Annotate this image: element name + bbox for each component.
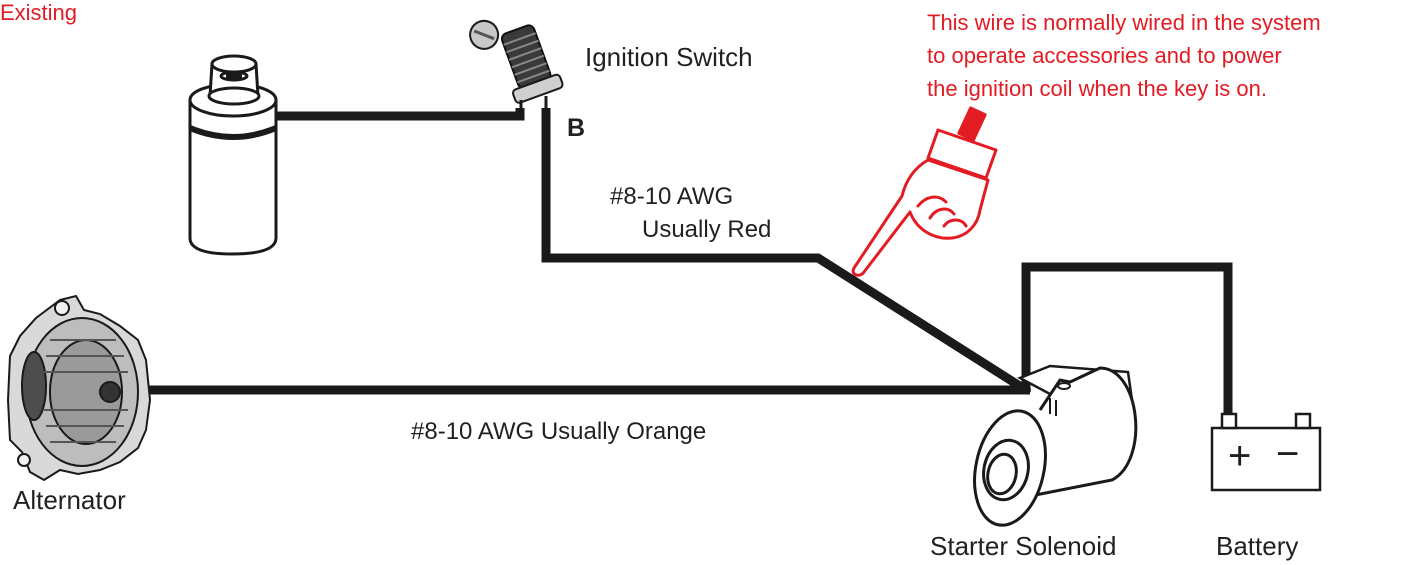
- note-line-2: to operate accessories and to power: [927, 43, 1282, 68]
- red-wire-color-label: Usually Red: [642, 216, 772, 243]
- pointing-hand-icon: [851, 106, 998, 277]
- ignition-coil-icon: [188, 54, 278, 256]
- alternator-icon: [6, 294, 152, 482]
- note-line-3: the ignition coil when the key is on.: [927, 76, 1267, 101]
- coil-to-switch-wire: [250, 108, 525, 121]
- battery-minus-symbol: −: [1276, 432, 1300, 476]
- battery-icon: [1210, 412, 1322, 492]
- note-line-1: This wire is normally wired in the syste…: [927, 10, 1321, 35]
- battery-label: Battery: [1216, 531, 1299, 561]
- starter-solenoid-icon: [973, 364, 1138, 527]
- battery-positive-wire: [1021, 262, 1233, 420]
- existing-label: Existing: [0, 0, 78, 25]
- terminal-b-label: B: [567, 114, 586, 142]
- red-wire-gauge-label: #8-10 AWG: [610, 183, 734, 210]
- red-wire: [541, 108, 1029, 394]
- orange-wire-label: #8-10 AWG Usually Orange: [411, 418, 707, 445]
- solenoid-terminal: [1023, 386, 1031, 394]
- battery-plus-symbol: +: [1228, 434, 1252, 478]
- ignition-switch-label: Ignition Switch: [585, 42, 753, 72]
- alternator-label: Alternator: [13, 485, 126, 515]
- starter-solenoid-label: Starter Solenoid: [930, 531, 1117, 561]
- ignition-switch-icon: [469, 19, 564, 114]
